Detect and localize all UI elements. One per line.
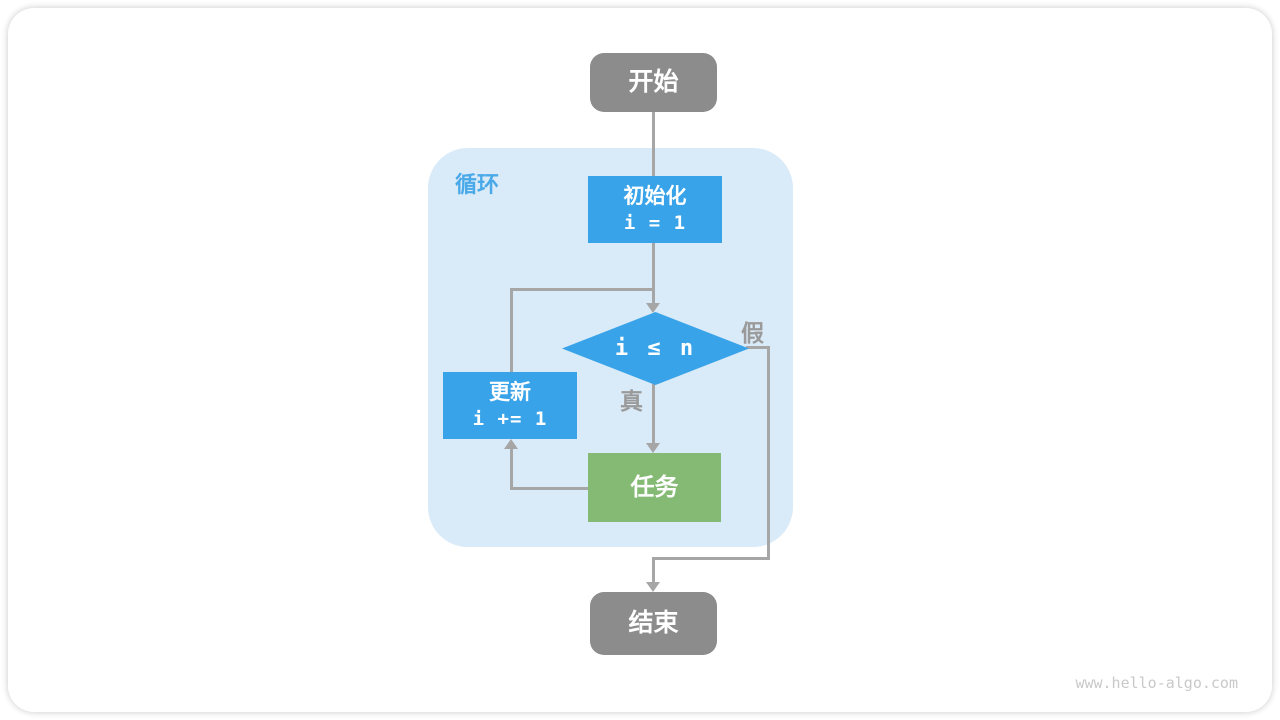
edge-false-horizontal-top [746, 346, 770, 349]
arrowhead-into-task [646, 443, 660, 453]
node-init-code: i = 1 [623, 211, 687, 234]
node-start: 开始 [590, 53, 717, 112]
node-update: 更新 i += 1 [443, 372, 577, 439]
node-task: 任务 [588, 453, 721, 522]
node-start-label: 开始 [628, 67, 679, 96]
diagram-canvas: 循环 假 真 开始 初始化 i = 1 i ≤ n 更新 i += 1 任务 结… [8, 8, 1272, 712]
node-task-label: 任务 [630, 473, 679, 501]
edge-task-to-update-horizontal [510, 487, 589, 490]
edge-start-to-init [652, 111, 655, 177]
edge-loopback-horizontal [510, 288, 655, 291]
node-end: 结束 [590, 592, 717, 655]
node-init-title: 初始化 [623, 184, 687, 208]
node-condition-label: i ≤ n [614, 336, 697, 361]
arrowhead-into-cond [646, 303, 660, 313]
edge-false-to-end [652, 557, 655, 585]
node-update-code: i += 1 [472, 407, 548, 430]
true-branch-label: 真 [620, 388, 643, 414]
edge-false-horizontal-bottom [652, 557, 770, 560]
watermark: www.hello-algo.com [1075, 674, 1238, 692]
node-init: 初始化 i = 1 [588, 176, 722, 243]
edge-init-to-cond [652, 242, 655, 306]
arrowhead-into-end [646, 582, 660, 592]
edge-loopback-to-update [510, 288, 513, 374]
node-end-label: 结束 [628, 608, 679, 637]
loop-label: 循环 [455, 172, 500, 197]
node-update-title: 更新 [489, 380, 531, 404]
edge-task-to-update-vertical [510, 449, 513, 490]
edge-false-vertical [767, 346, 770, 560]
arrowhead-into-update [504, 439, 518, 449]
false-branch-label: 假 [741, 320, 764, 346]
edge-cond-to-task [652, 383, 655, 446]
